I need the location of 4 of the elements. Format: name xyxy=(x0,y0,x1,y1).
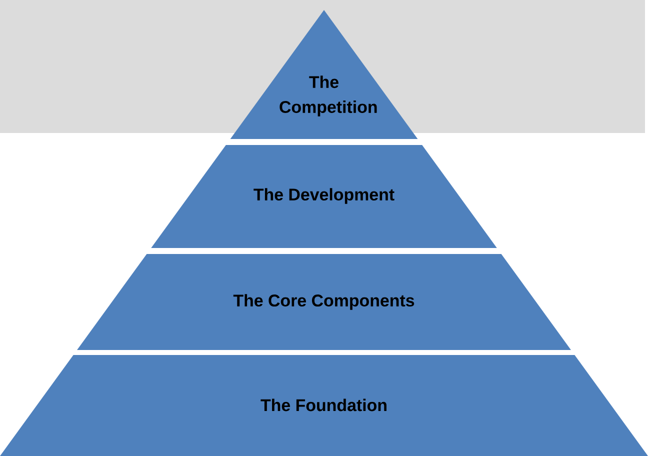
pyramid-layer: The Competition xyxy=(230,10,418,139)
pyramid-layer: The Foundation xyxy=(0,354,648,456)
pyramid-layer: The Core Components xyxy=(77,254,571,350)
pyramid-layer: The Development xyxy=(151,144,497,248)
